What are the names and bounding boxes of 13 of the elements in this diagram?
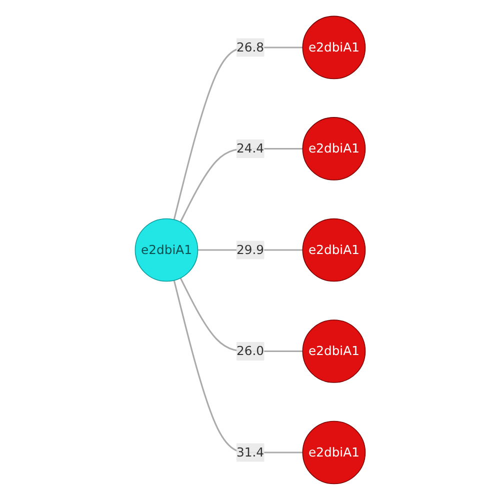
- edge-label: 26.0: [236, 344, 264, 358]
- node-circle: e2dbiA1: [302, 320, 366, 383]
- edge-label: 29.9: [236, 242, 264, 257]
- edge-label: 24.4: [236, 141, 264, 156]
- node-circle: e2dbiA1: [302, 420, 366, 484]
- connector: [173, 280, 302, 454]
- node-circle: e2dbiA1: [134, 218, 198, 282]
- edge-label: 31.4: [236, 444, 264, 460]
- connector: [173, 46, 302, 220]
- node-circle: e2dbiA1: [302, 16, 366, 80]
- node-circle: e2dbiA1: [302, 218, 366, 282]
- edge-label: 26.8: [236, 40, 264, 54]
- node-circle: e2dbiA1: [302, 117, 366, 180]
